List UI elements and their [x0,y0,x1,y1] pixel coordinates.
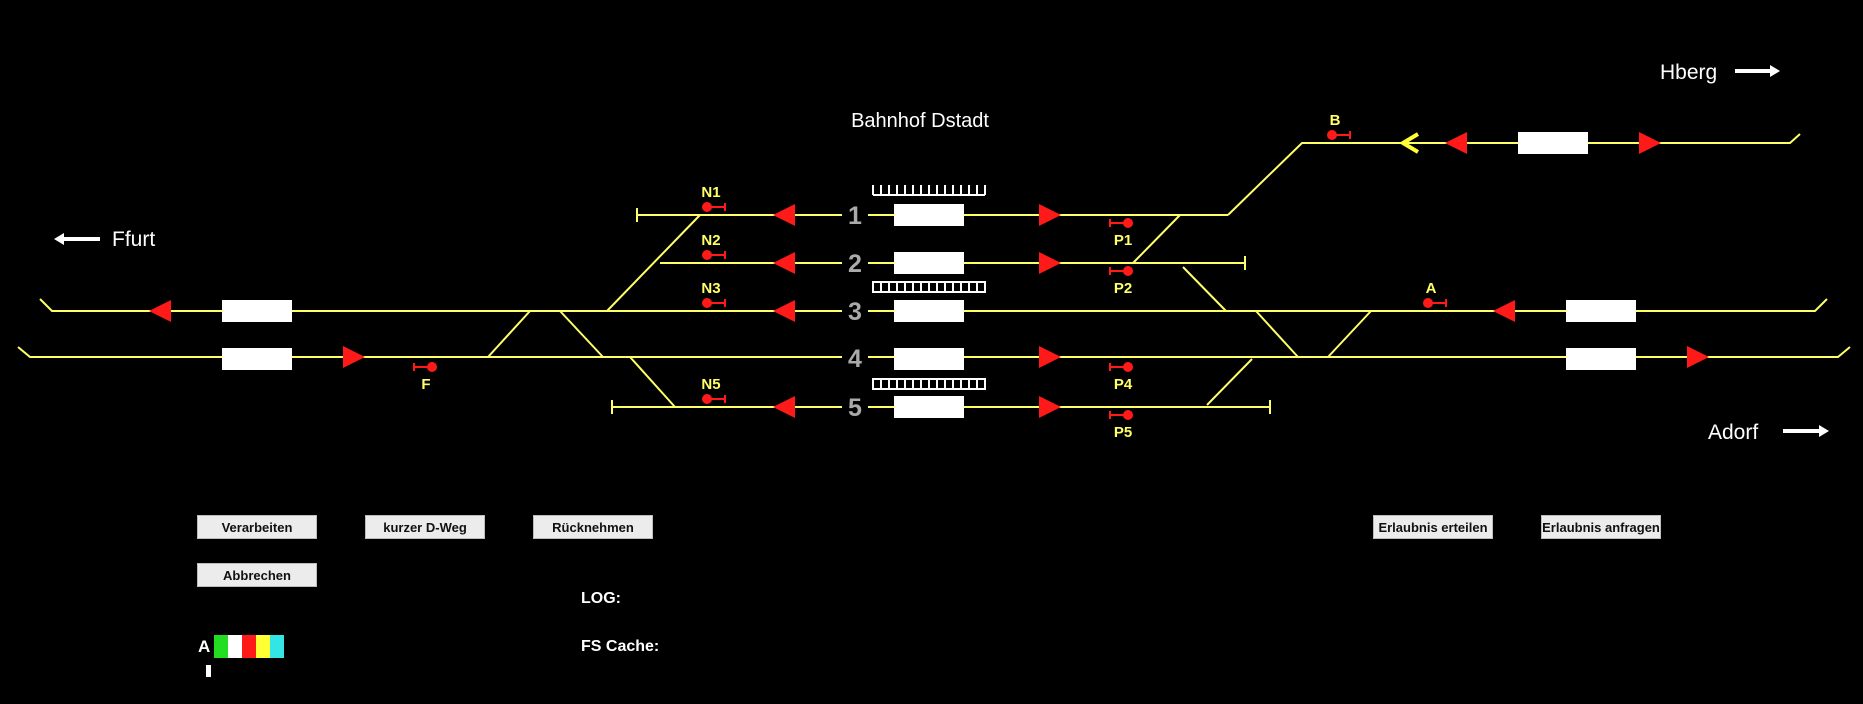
train-field-adorf-upper[interactable] [1566,300,1636,322]
track-number-2: 2 [848,250,862,278]
platform-bottom [872,378,986,390]
direction-label-hberg: Hberg [1660,61,1717,84]
direction-hberg: Hberg [1660,61,1780,84]
signal-label-n3: N3 [701,280,720,297]
signal-label-p4: P4 [1114,376,1133,393]
signal-p5-icon[interactable] [1109,410,1133,420]
switch-crossover-b [559,310,604,358]
switch-track2-east [1132,214,1181,264]
signal-a-icon[interactable] [1423,298,1447,308]
signal-label-f: F [421,376,430,393]
switch-track5-east [1206,358,1253,406]
log-label: LOG: [581,590,621,607]
train-field-track-1[interactable] [894,204,964,226]
arrow-right-track-2[interactable] [1039,252,1061,274]
arrow-left-track-3[interactable] [773,300,795,322]
arrow-right-white-icon [1735,65,1780,77]
signal-label-n5: N5 [701,376,720,393]
switch-crossover-d [1327,310,1372,358]
arrow-left-track-1[interactable] [773,204,795,226]
signal-p2-icon[interactable] [1109,266,1133,276]
signal-n5-icon[interactable] [702,394,726,404]
train-field-track-2[interactable] [894,252,964,274]
arrow-right-track-4[interactable] [1039,346,1061,368]
signal-label-n2: N2 [701,232,720,249]
arrow-right-track-1[interactable] [1039,204,1061,226]
switch-track2-track3-east [1182,266,1227,312]
track-number-3: 3 [848,298,862,326]
train-field-ffurt-upper[interactable] [222,300,292,322]
train-field-hberg[interactable] [1518,132,1588,154]
arrow-left-track-2[interactable] [773,252,795,274]
platform-middle [872,281,986,293]
signal-n2-icon[interactable] [702,250,726,260]
erlaubnis-erteilen-button[interactable]: Erlaubnis erteilen [1373,515,1493,539]
hberg-track [1227,133,1801,216]
signal-f-icon[interactable] [413,362,437,372]
direction-ffurt: Ffurt [54,228,155,251]
arrow-left-white-icon [54,233,100,245]
arrow-left-track-5[interactable] [773,396,795,418]
legend-letter: A [198,636,211,656]
signal-n3-icon[interactable] [702,298,726,308]
direction-label-adorf: Adorf [1708,421,1758,444]
track-number-4: 4 [848,345,862,373]
arrow-left-adorf[interactable] [1493,300,1515,322]
kurzer-dweg-button[interactable]: kurzer D-Weg [365,515,485,539]
legend-swatch-yellow [256,635,271,658]
track-number-1: 1 [848,202,862,230]
legend-swatch-green [214,635,229,658]
arrow-left-hberg[interactable] [1445,132,1467,154]
signal-label-a: A [1426,280,1437,297]
legend-swatch-cyan [270,635,285,658]
signal-label-b: B [1330,112,1341,129]
arrow-right-adorf[interactable] [1687,346,1709,368]
arrow-left-ffurt[interactable] [149,300,171,322]
chevron-left-icon [1399,132,1420,154]
verarbeiten-button[interactable]: Verarbeiten [197,515,317,539]
legend-swatch-red [242,635,257,658]
train-field-track-5[interactable] [894,396,964,418]
fs-cache-label: FS Cache: [581,638,660,655]
signal-b-icon[interactable] [1327,130,1351,140]
station-title: Bahnhof Dstadt [851,110,989,132]
switch-track5-west [629,356,676,408]
legend-swatch-white [228,635,243,658]
direction-adorf: Adorf [1708,421,1829,444]
color-legend: A [198,635,285,658]
signal-p4-icon[interactable] [1109,362,1133,372]
switch-track1-track3-west [606,214,701,312]
abbrechen-button[interactable]: Abbrechen [197,563,317,587]
arrow-right-ffurt[interactable] [343,346,365,368]
platform-top [872,185,986,196]
direction-label-ffurt: Ffurt [112,228,155,251]
train-field-adorf-lower[interactable] [1566,348,1636,370]
switch-crossover-a [487,310,531,358]
train-field-track-4[interactable] [894,348,964,370]
erlaubnis-anfragen-button[interactable]: Erlaubnis anfragen [1541,515,1661,539]
arrow-right-white-icon [1783,425,1829,437]
text-cursor [206,665,211,677]
ruecknehmen-button[interactable]: Rücknehmen [533,515,653,539]
switch-crossover-c [1255,310,1299,358]
track-number-5: 5 [848,394,862,422]
signal-n1-icon[interactable] [702,202,726,212]
signal-label-n1: N1 [701,184,720,201]
signal-label-p2: P2 [1114,280,1132,297]
signal-label-p5: P5 [1114,424,1132,441]
signal-label-p1: P1 [1114,232,1132,249]
arrow-right-track-5[interactable] [1039,396,1061,418]
signal-p1-icon[interactable] [1109,218,1133,228]
arrow-right-hberg[interactable] [1639,132,1661,154]
train-field-track-3[interactable] [894,300,964,322]
train-field-ffurt-lower[interactable] [222,348,292,370]
